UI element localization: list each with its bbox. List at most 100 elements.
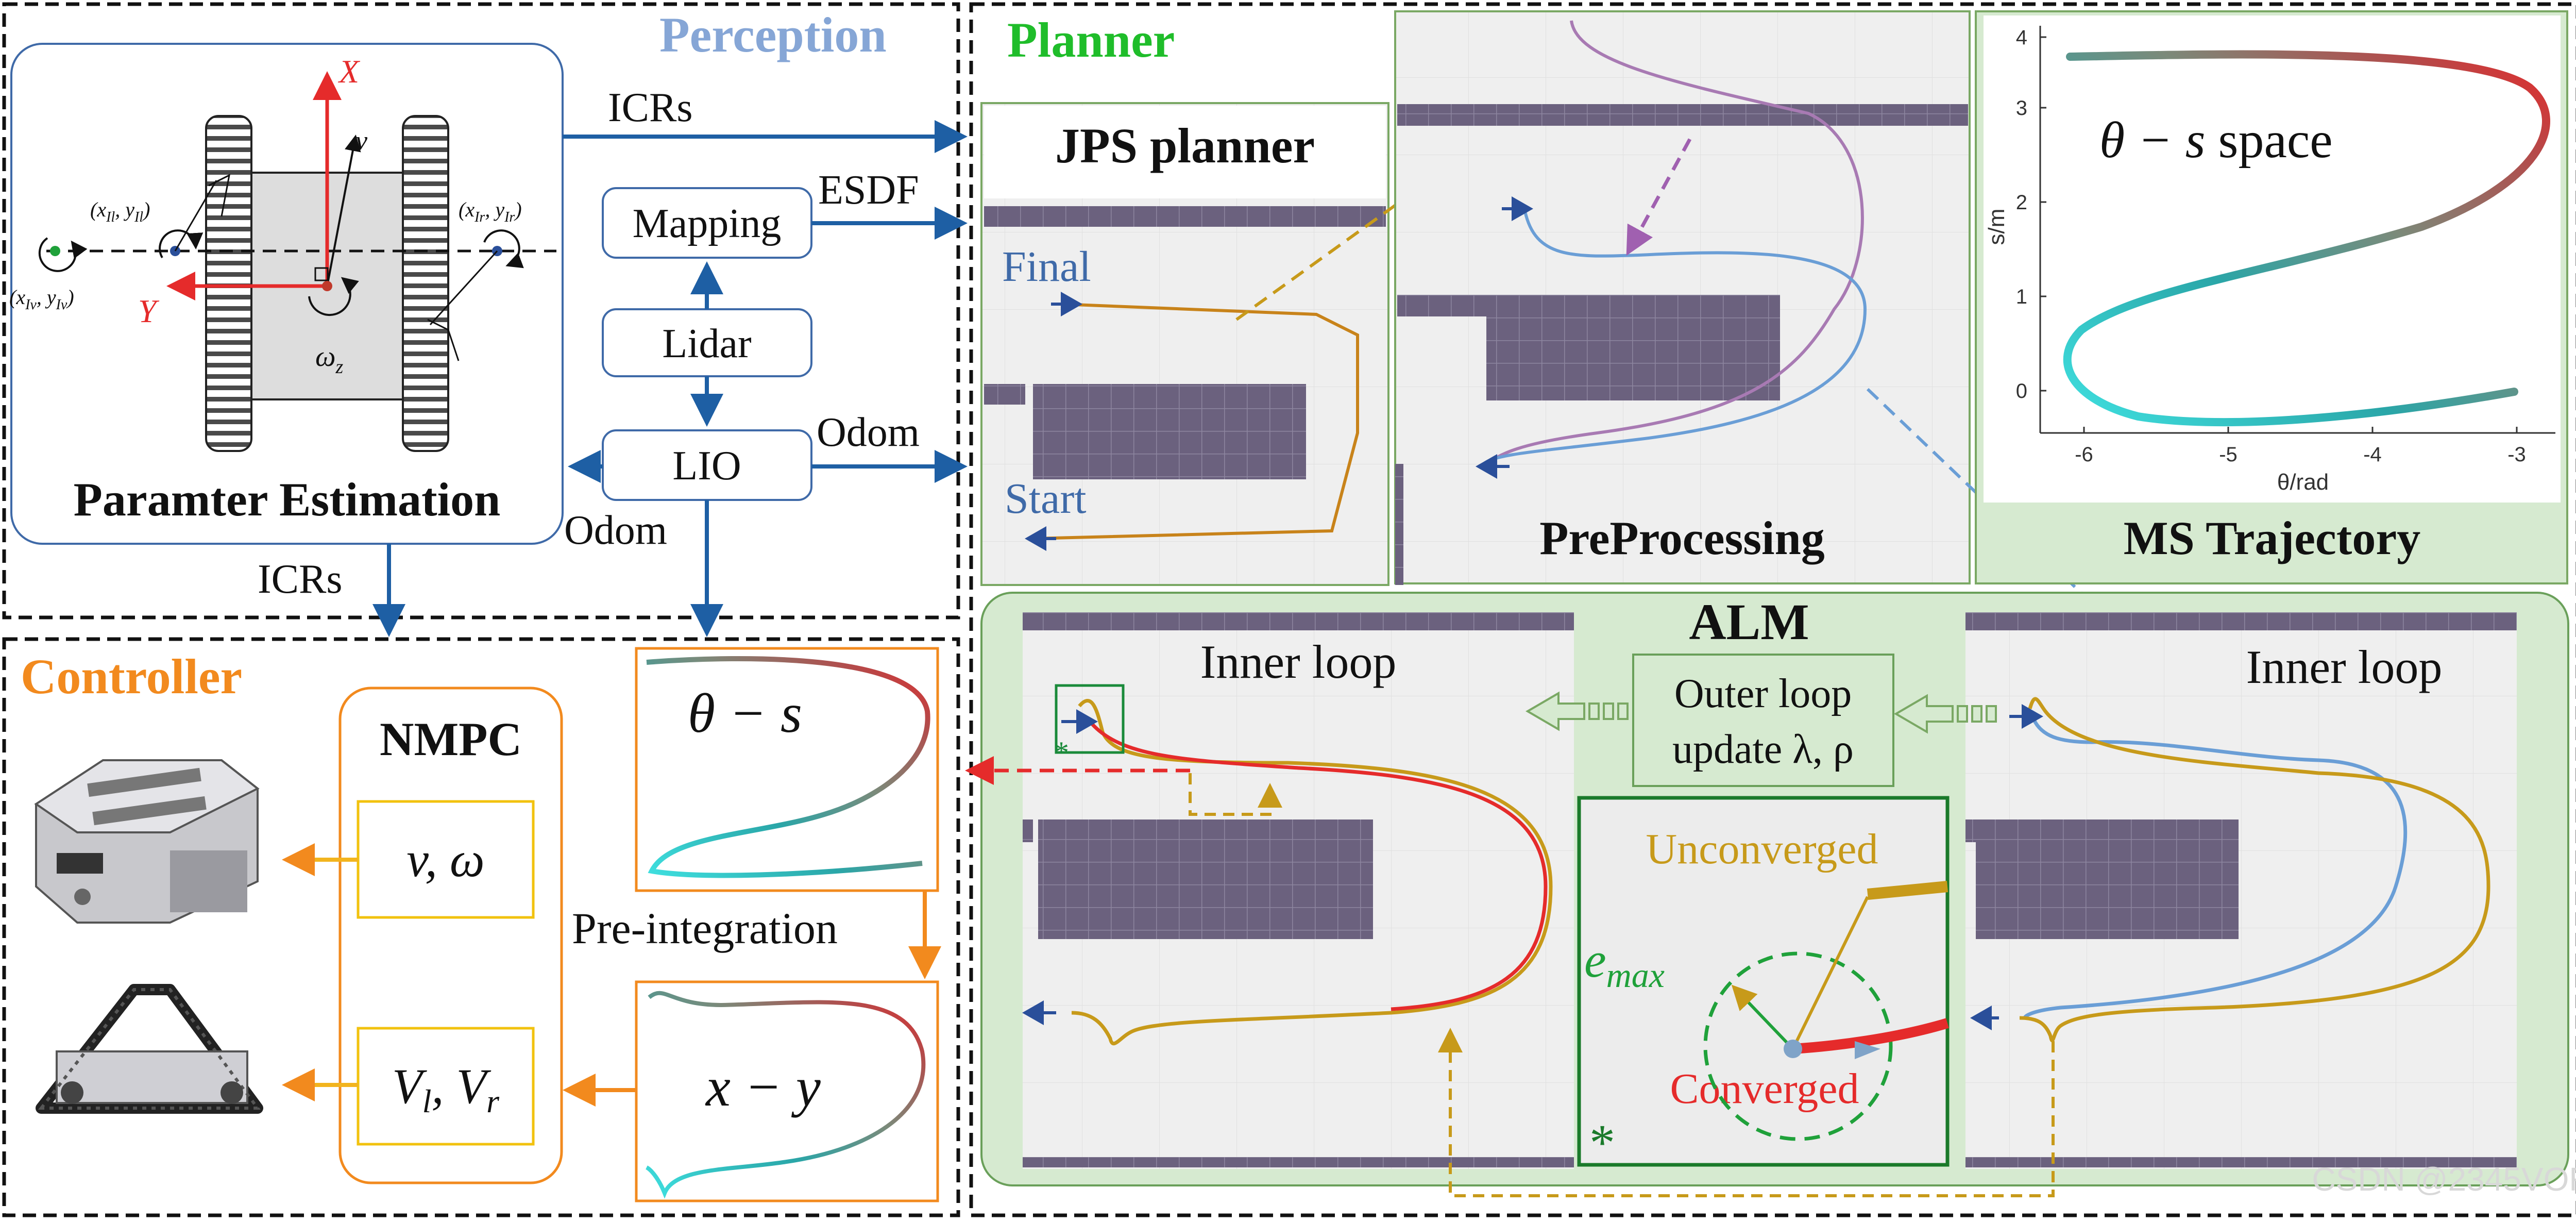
- pre-ledge: [1397, 295, 1487, 316]
- ms-space-label: θ − s space: [2099, 111, 2333, 169]
- right-angle-marker: [314, 267, 329, 281]
- preprocessing-title: PreProcessing: [1539, 512, 1825, 564]
- emax-label: emax: [1584, 932, 1665, 995]
- icr-r-label: (xIr, yIr): [459, 198, 522, 225]
- jps-path: [1032, 303, 1359, 540]
- alm-right-obstacle: [1976, 819, 2239, 939]
- alm-feedback-arrow: [1438, 1028, 2055, 1197]
- alm-right-blue-path: [2023, 715, 2408, 1019]
- vlvr-label: Vl, Vr: [392, 1059, 500, 1119]
- alm-right-bottom-wall: [1965, 1157, 2517, 1167]
- controller-title: Controller: [21, 649, 242, 704]
- alm-inner-right-label: Inner loop: [2246, 641, 2443, 693]
- convergence-zoom-box: [1577, 796, 1950, 1167]
- unconverged-segment: [1867, 881, 1948, 900]
- vlvr-box: [357, 1027, 535, 1146]
- perception-title: Perception: [659, 7, 887, 62]
- axis-x-label: X: [337, 53, 361, 90]
- outer-loop-line1: Outer loop: [1674, 671, 1852, 716]
- alm-left-top-wall: [1023, 612, 1574, 630]
- icr-l-label: (xIl, yIl): [90, 198, 150, 225]
- jps-start-label: Start: [1005, 475, 1087, 523]
- mapping-label: Mapping: [633, 201, 782, 246]
- outer-to-left-arrow: [1526, 691, 1629, 731]
- ms-ytick-label: 4: [2016, 26, 2027, 49]
- alm-left-ledge: [1023, 819, 1033, 842]
- robot-render-1: [34, 759, 260, 924]
- alm-right-ledge: [1965, 819, 1976, 842]
- odom-right-label: Odom: [817, 410, 920, 455]
- pre-left-wall: [1395, 464, 1403, 585]
- pre-purple-path: [1483, 20, 1864, 468]
- icr-v-arc: [38, 237, 88, 272]
- icr-l-ray: [174, 180, 217, 252]
- ms-xtick-label: -5: [2219, 443, 2238, 466]
- pre-top-wall: [1397, 104, 1968, 126]
- ms-xtick-label: -4: [2363, 443, 2382, 466]
- velocity-label: v: [355, 126, 368, 156]
- unconverged-error-line: [1791, 896, 1869, 1050]
- alm-title: ALM: [1689, 593, 1809, 650]
- axis-y-label: Y: [138, 293, 160, 329]
- jps-ledge: [984, 384, 1025, 405]
- converged-segment: [1792, 1018, 1949, 1054]
- pre-blue-path: [1482, 211, 1867, 465]
- x-y-label: x − y: [705, 1057, 821, 1118]
- ms-ytick-label: 2: [2016, 191, 2027, 214]
- ms-ytick-label: 3: [2016, 97, 2027, 120]
- alm-right-unconv-path: [2019, 697, 2490, 1043]
- robot-model: X Y v ωz (xIl, yIl) (xIr, yIr) (xIv, yIv…: [9, 53, 556, 452]
- theta-s-curve: [646, 656, 930, 878]
- robot-heading: [1855, 1041, 1880, 1059]
- jps-title: JPS planner: [1055, 118, 1315, 173]
- jps-final-label: Final: [1002, 243, 1091, 291]
- pre-obstacle: [1486, 295, 1780, 400]
- esdf-label: ESDF: [818, 168, 919, 213]
- icr-r-vel-vector: [427, 319, 460, 361]
- icr-r-arc: [483, 229, 524, 269]
- pre-integration-label: Pre-integration: [572, 904, 838, 953]
- ms-curve: [2063, 50, 2550, 427]
- icrs-top-label: ICRs: [608, 85, 693, 130]
- vw-label: v, ω: [406, 832, 484, 887]
- left-track: [205, 115, 252, 452]
- ms-xtick-label: -3: [2507, 443, 2526, 466]
- ms-ytick-label: 1: [2016, 286, 2027, 308]
- outer-loop-line2: update λ, ρ: [1672, 727, 1854, 772]
- icr-l-arc: [159, 229, 204, 259]
- icr-l-vel-vector: [208, 174, 231, 217]
- ms-xlabel: θ/rad: [2277, 470, 2329, 495]
- icr-v-label: (xIv, yIv): [9, 286, 74, 313]
- alm-right-top-wall: [1965, 612, 2517, 630]
- jps-title-band: [984, 106, 1386, 198]
- convergence-star: *: [1589, 1114, 1615, 1171]
- omega-label: ωz: [315, 341, 344, 378]
- velocity-arrow: [326, 135, 361, 287]
- alm-left-unconv-path: [1071, 699, 1553, 1046]
- lidar-label: Lidar: [662, 321, 751, 366]
- odom-bottom-label: Odom: [564, 508, 667, 553]
- x-y-curve: [645, 991, 926, 1199]
- converged-label: Converged: [1670, 1065, 1859, 1113]
- alm-zoom-star: *: [1054, 735, 1069, 770]
- ms-plot-bg: [1984, 15, 2561, 503]
- icrs-bottom-label: ICRs: [258, 557, 343, 602]
- alm-left-conv-path: [1091, 723, 1548, 1011]
- theta-s-label: θ − s: [688, 683, 802, 744]
- icr-r-ray: [429, 250, 498, 326]
- ms-xtick-label: -6: [2075, 443, 2093, 466]
- unconverged-label: Unconverged: [1646, 825, 1878, 873]
- lio-label: LIO: [672, 443, 741, 489]
- vw-box: [357, 800, 535, 919]
- robot-point: [1784, 1040, 1802, 1058]
- ms-title: MS Trajectory: [2124, 512, 2420, 564]
- param-estimation-label: Paramter Estimation: [74, 473, 501, 526]
- ms-ylabel: s/m: [1984, 209, 2009, 245]
- right-to-outer-arrow: [1894, 694, 1997, 734]
- right-track: [402, 115, 449, 452]
- emax-circle: [1703, 951, 1893, 1141]
